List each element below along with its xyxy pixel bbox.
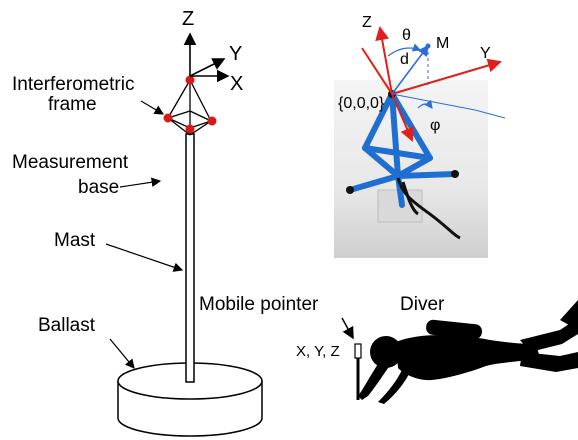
- left-axis-z-label: Z: [182, 8, 194, 30]
- interferometric-frame: [167, 79, 212, 136]
- photo-phi-label: φ: [430, 117, 440, 134]
- mast-pole: [185, 133, 195, 383]
- interferometric-label-line1: Interferometric: [12, 74, 134, 95]
- frame-marker-right: [207, 116, 217, 126]
- frame-photo-inset: Z Y θ M d {0,0,0} φ: [334, 14, 506, 258]
- frame-marker-left: [163, 113, 173, 123]
- measurement-label-line2: base: [78, 177, 119, 198]
- frame-cables: [396, 177, 461, 240]
- blue-tripod-frame: [347, 91, 458, 208]
- pointer-device: [354, 343, 362, 400]
- pointer-coords-label: X, Y, Z: [296, 343, 340, 360]
- ballast-pointer-arrow: [109, 338, 135, 369]
- photo-axis-y-label: Y: [480, 45, 491, 62]
- mast-pointer-arrow: [105, 243, 184, 272]
- diver-silhouette: Diver: [358, 294, 578, 404]
- photo-distance-d-label: d: [400, 51, 409, 68]
- mast-label: Mast: [54, 230, 96, 251]
- mobile-pointer-group: Mobile pointer X, Y, Z: [199, 294, 362, 400]
- frame-marker-top: [185, 75, 195, 85]
- interferometric-label-line2: frame: [48, 94, 97, 115]
- photo-theta-label: θ: [402, 27, 411, 44]
- measurement-pointer-arrow: [119, 177, 162, 188]
- mobile-pointer-label: Mobile pointer: [199, 294, 319, 315]
- ballast-label: Ballast: [38, 315, 96, 336]
- diver-label: Diver: [400, 294, 445, 315]
- mast-structure: Z Y X Interferometric frame Measurement …: [12, 8, 263, 437]
- left-axis-y-label: Y: [229, 43, 242, 65]
- frame-marker-bottom: [185, 124, 195, 134]
- interferometric-pointer-arrow: [140, 100, 165, 115]
- left-axis-x-label: X: [230, 73, 243, 95]
- photo-axes: [361, 26, 506, 142]
- mobile-pointer-arrow: [341, 317, 354, 340]
- photo-point-m-label: M: [436, 35, 449, 52]
- left-axis-triad: [183, 32, 230, 83]
- measurement-label-line1: Measurement: [12, 152, 129, 173]
- photo-origin-label: {0,0,0}: [338, 95, 385, 112]
- photo-axis-z-label: Z: [362, 14, 372, 31]
